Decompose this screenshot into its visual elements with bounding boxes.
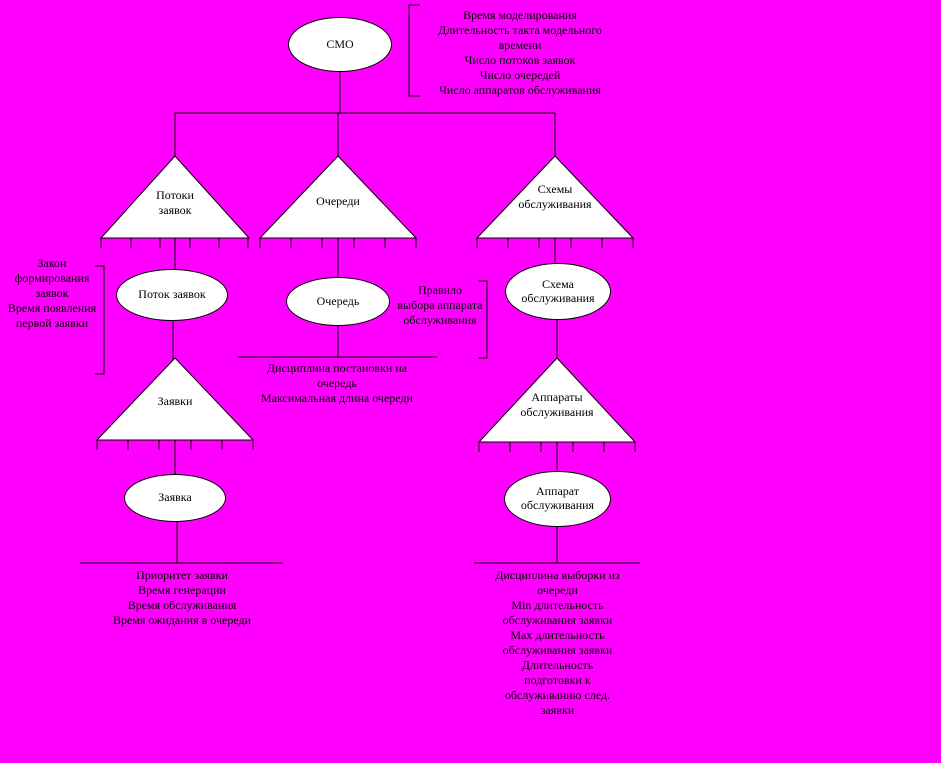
node-queue: Очередь: [286, 277, 390, 326]
flows-triangle-label: Потоки заявок: [156, 188, 194, 217]
device-attributes-note: Дисциплина выборки из очереди Min длител…: [495, 568, 620, 717]
queue-rule-bracket: [478, 280, 488, 359]
devices-triangle-shape: [477, 357, 637, 443]
node-smo: СМО: [288, 17, 392, 72]
requests-triangle-shape: [95, 357, 255, 441]
queue-attributes-note: Дисциплина постановки на очередь Максима…: [261, 361, 413, 405]
flow-attributes-bracket: [95, 265, 105, 375]
node-scheme-label: Схема обслуживания: [521, 276, 595, 305]
node-smo-label: СМО: [326, 36, 354, 51]
node-request-label: Заявка: [158, 490, 192, 505]
node-device-label: Аппарат обслуживания: [520, 484, 595, 512]
devices-triangle-label: Аппараты обслуживания: [520, 390, 594, 419]
node-device: Аппарат обслуживания: [504, 471, 611, 527]
schemes-triangle-label: Схемы обслуживания: [518, 182, 592, 211]
node-scheme: Схема обслуживания: [505, 263, 611, 320]
connector-lines: [80, 72, 640, 564]
smo-attributes-bracket: [408, 4, 420, 97]
queues-triangle-label: Очереди: [316, 194, 360, 208]
node-flow: Поток заявок: [116, 269, 228, 321]
bracket-marks: [95, 4, 488, 375]
node-request: Заявка: [124, 474, 226, 522]
queue-rule-note: Правило выбора аппарата обслуживания: [397, 283, 483, 327]
request-attributes-note: Приоритет заявки Время генерации Время о…: [112, 568, 252, 627]
node-flow-label: Поток заявок: [138, 287, 206, 302]
flows-triangle-shape: [99, 155, 251, 239]
flow-attributes-note: Закон формирования заявок Время появлени…: [7, 256, 97, 330]
queues-triangle-shape: [258, 155, 418, 239]
schemes-triangle-shape: [475, 155, 635, 239]
node-queue-label: Очередь: [316, 293, 360, 308]
smo-attributes-note: Время моделирования Длительность такта м…: [438, 8, 602, 97]
multiplicity-combs: [96, 238, 636, 452]
requests-triangle-label: Заявки: [157, 394, 193, 408]
